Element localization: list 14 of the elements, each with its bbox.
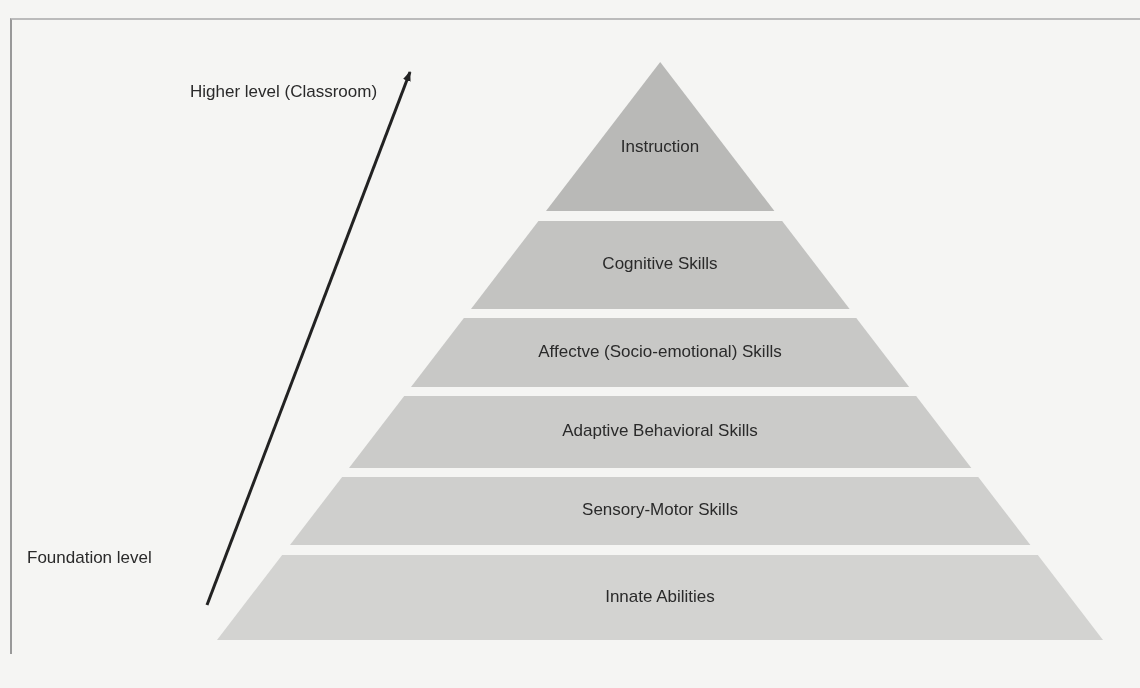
pyramid-tier bbox=[348, 396, 972, 468]
pyramid-apex bbox=[545, 62, 775, 211]
pyramid-tier bbox=[410, 318, 910, 387]
tier-label: Cognitive Skills bbox=[602, 254, 718, 274]
pyramid-tier bbox=[470, 221, 850, 309]
pyramid-tier bbox=[217, 555, 1103, 640]
level-label: Foundation level bbox=[27, 548, 152, 568]
tier-label: Innate Abilities bbox=[605, 586, 715, 607]
level-label: Higher level (Classroom) bbox=[190, 82, 378, 102]
tier-label: Sensory-Motor Skills bbox=[582, 500, 738, 520]
tier-label: Instruction bbox=[620, 137, 700, 158]
pyramid-tier bbox=[289, 477, 1031, 545]
tier-label: Adaptive Behavioral Skills bbox=[562, 421, 758, 441]
tier-label: Affectve (Socio-emotional) Skills bbox=[538, 341, 782, 362]
